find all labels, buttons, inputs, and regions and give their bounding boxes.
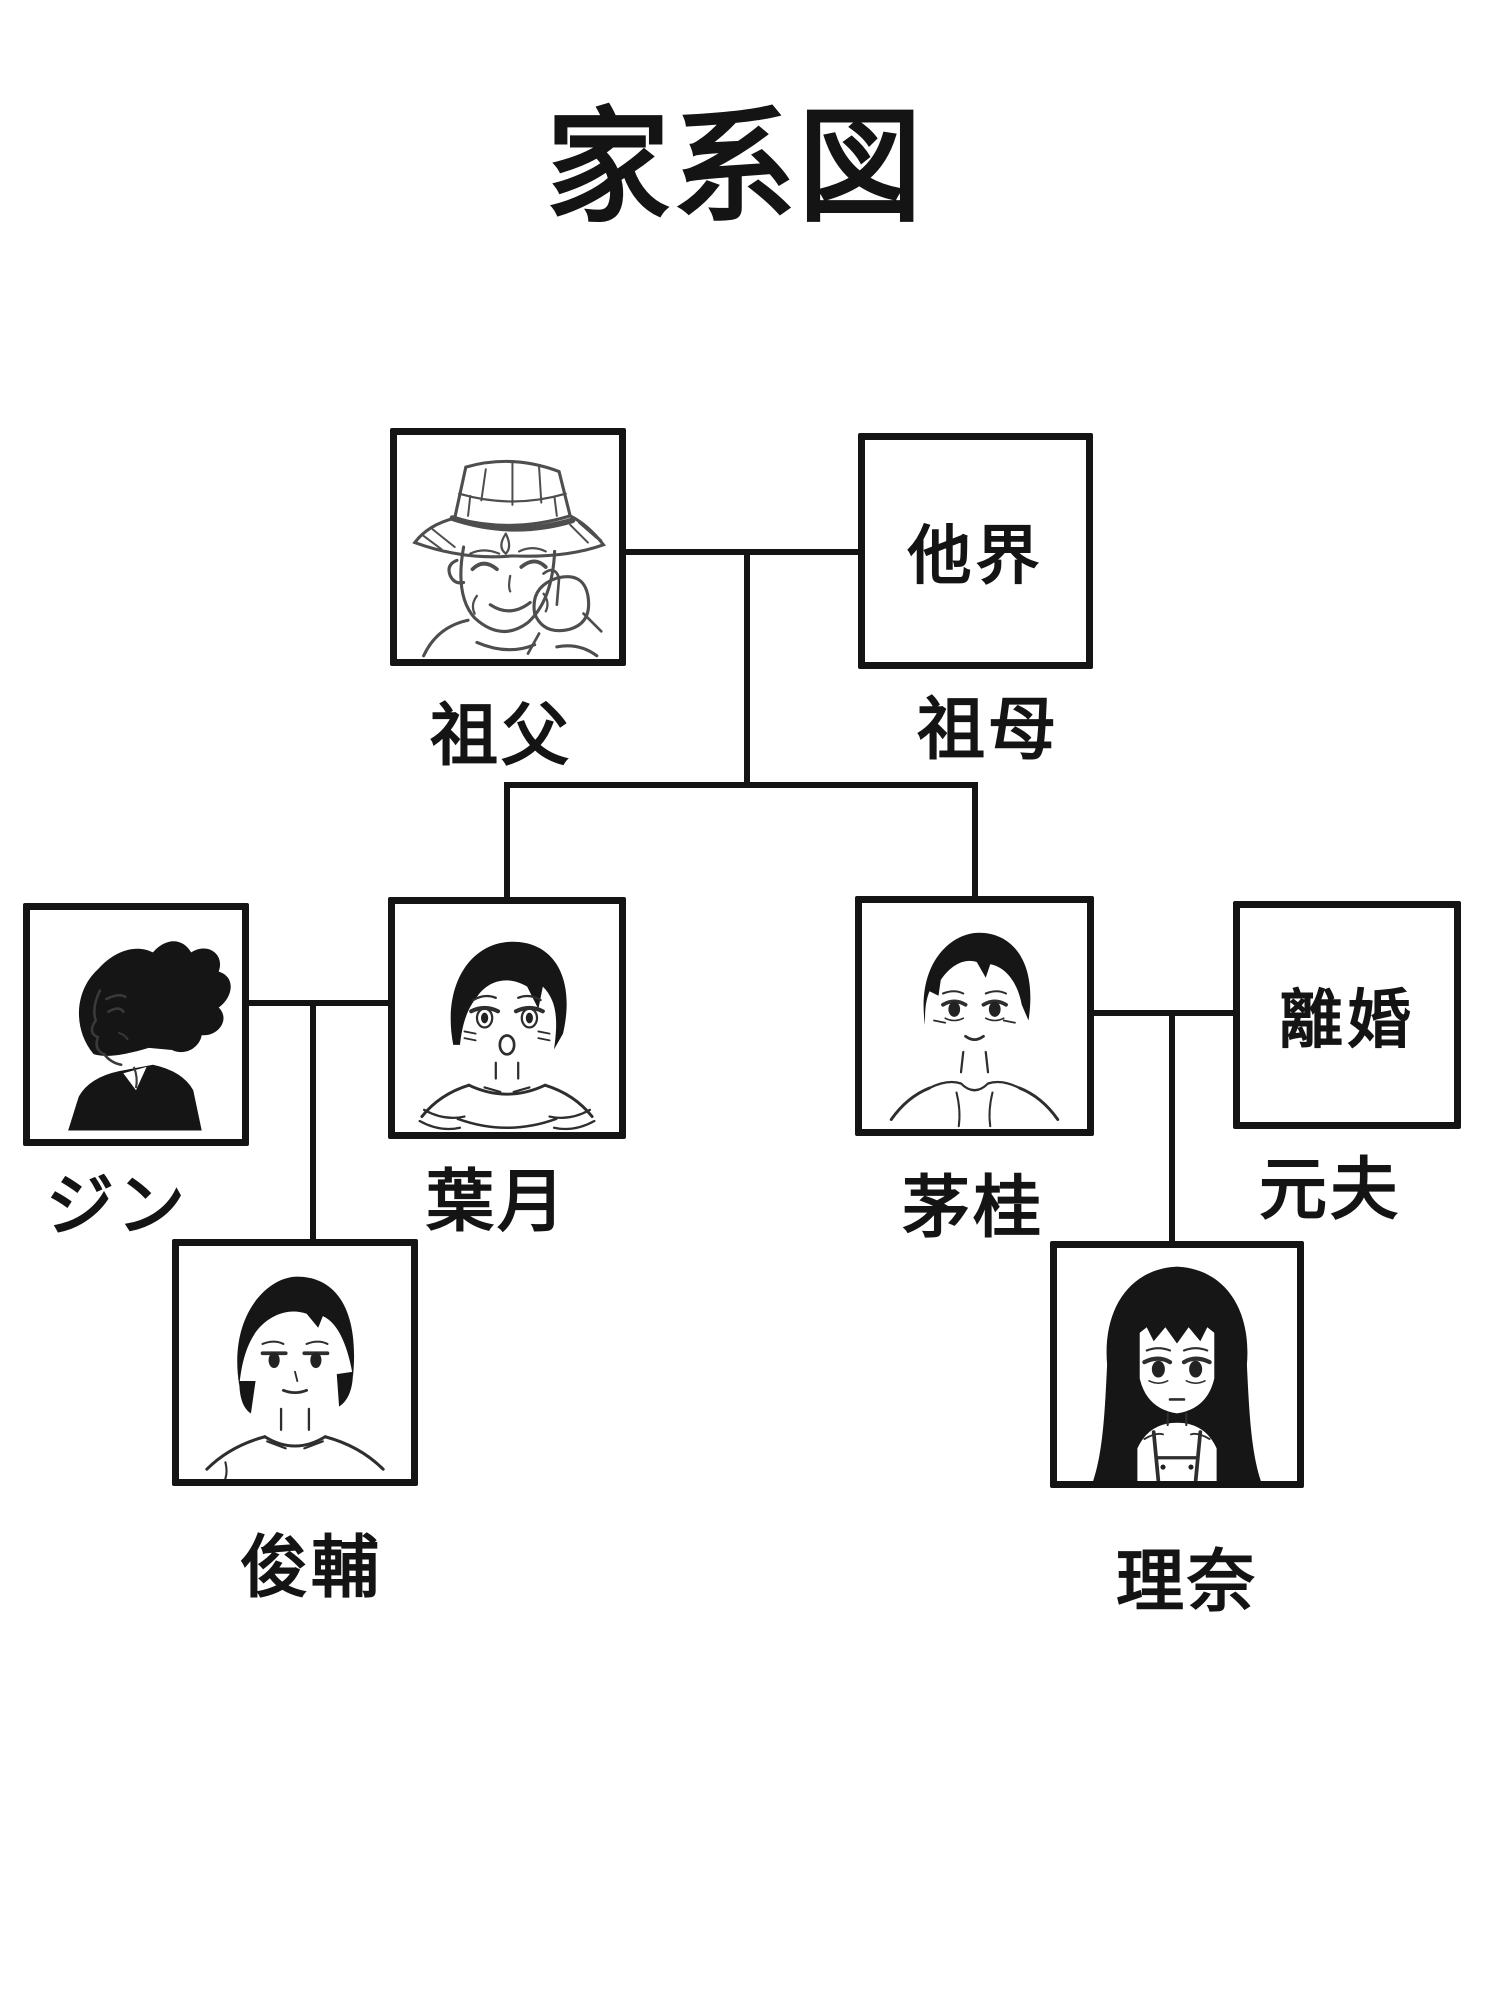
grandfather-label: 祖父	[429, 698, 572, 774]
grandmother-status: 他界	[907, 521, 1044, 592]
rina-portrait	[1093, 1266, 1261, 1481]
ex-husband-label: 元夫	[1258, 1152, 1401, 1228]
couple-line-grandparents	[625, 549, 858, 555]
grandmother-label: 祖母	[916, 692, 1059, 768]
hazuki-label: 葉月	[425, 1164, 568, 1240]
hazuki-box	[388, 897, 626, 1139]
chigaya-portrait	[889, 932, 1060, 1128]
rina-label: 理奈	[1115, 1544, 1258, 1620]
descent-line-shunsuke	[310, 1003, 316, 1240]
grandmother-box: 他界	[858, 433, 1093, 669]
shunsuke-portrait	[205, 1276, 385, 1479]
shunsuke-box	[172, 1239, 418, 1486]
sibling-line	[504, 782, 978, 788]
jin-label: ジン	[45, 1168, 188, 1244]
shunsuke-label: 俊輔	[239, 1530, 382, 1606]
descent-line-chigaya	[972, 785, 978, 897]
couple-line-jin-hazuki	[246, 1000, 390, 1006]
chigaya-box	[855, 896, 1094, 1136]
chigaya-label: 茅桂	[901, 1170, 1044, 1246]
hazuki-portrait	[418, 941, 596, 1131]
rina-box	[1050, 1241, 1304, 1488]
jin-portrait	[68, 941, 231, 1131]
descent-line-hazuki	[504, 785, 510, 898]
ex-husband-box: 離婚	[1233, 901, 1461, 1129]
page-title: 家系図	[545, 100, 924, 237]
grandfather-box	[390, 428, 626, 666]
grandfather-portrait	[412, 459, 607, 658]
jin-box	[23, 903, 249, 1146]
descent-line-rina	[1169, 1013, 1175, 1242]
couple-line-chigaya-exhusband	[1091, 1010, 1235, 1016]
ex-husband-status: 離婚	[1279, 985, 1415, 1056]
descent-line-grandparents	[744, 552, 750, 786]
